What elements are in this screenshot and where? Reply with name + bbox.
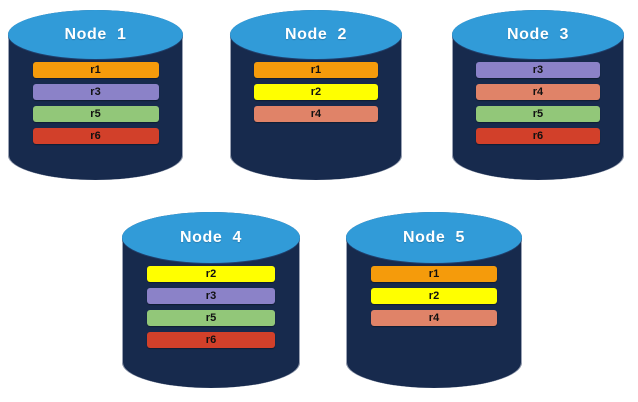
database-node-4[interactable]: Node 4 r2 r3 r5 r6 bbox=[122, 212, 300, 388]
replica-bar[interactable]: r6 bbox=[146, 332, 276, 348]
replica-bar[interactable]: r2 bbox=[146, 266, 276, 282]
replica-bar[interactable]: r6 bbox=[32, 128, 159, 144]
replica-list: r1 r2 r4 bbox=[346, 266, 522, 326]
replica-bar[interactable]: r2 bbox=[370, 288, 498, 304]
replica-bar[interactable]: r3 bbox=[476, 62, 600, 78]
node-title: Node 4 bbox=[180, 228, 242, 246]
cylinder-top-icon bbox=[346, 212, 522, 264]
database-node-3[interactable]: Node 3 r3 r4 r5 r6 bbox=[452, 10, 624, 180]
replica-bar[interactable]: r2 bbox=[254, 84, 378, 100]
replica-list: r1 r2 r4 bbox=[230, 62, 402, 122]
replica-bar[interactable]: r1 bbox=[370, 266, 498, 282]
replica-bar[interactable]: r6 bbox=[476, 128, 600, 144]
replica-list: r3 r4 r5 r6 bbox=[452, 62, 624, 144]
cylinder-top-icon bbox=[230, 10, 402, 60]
node-title: Node 1 bbox=[64, 25, 127, 43]
database-node-5[interactable]: Node 5 r1 r2 r4 bbox=[346, 212, 522, 388]
node-title: Node 2 bbox=[285, 25, 347, 43]
replica-bar[interactable]: r4 bbox=[476, 84, 600, 100]
replica-bar[interactable]: r1 bbox=[254, 62, 378, 78]
cylinder-top-icon bbox=[8, 10, 183, 60]
database-node-1[interactable]: Node 1 r1 r3 r5 r6 bbox=[8, 10, 183, 180]
node-title: Node 3 bbox=[507, 25, 569, 43]
replica-list: r2 r3 r5 r6 bbox=[122, 266, 300, 348]
replica-bar[interactable]: r5 bbox=[32, 106, 159, 122]
replica-bar[interactable]: r1 bbox=[32, 62, 159, 78]
database-node-2[interactable]: Node 2 r1 r2 r4 bbox=[230, 10, 402, 180]
replica-bar[interactable]: r5 bbox=[476, 106, 600, 122]
replica-bar[interactable]: r4 bbox=[370, 310, 498, 326]
node-title: Node 5 bbox=[403, 228, 465, 246]
replica-bar[interactable]: r4 bbox=[254, 106, 378, 122]
cylinder-top-icon bbox=[452, 10, 624, 60]
replica-bar[interactable]: r3 bbox=[146, 288, 276, 304]
replica-bar[interactable]: r3 bbox=[32, 84, 159, 100]
replica-list: r1 r3 r5 r6 bbox=[8, 62, 183, 144]
cylinder-top-icon bbox=[122, 212, 300, 264]
replica-bar[interactable]: r5 bbox=[146, 310, 276, 326]
